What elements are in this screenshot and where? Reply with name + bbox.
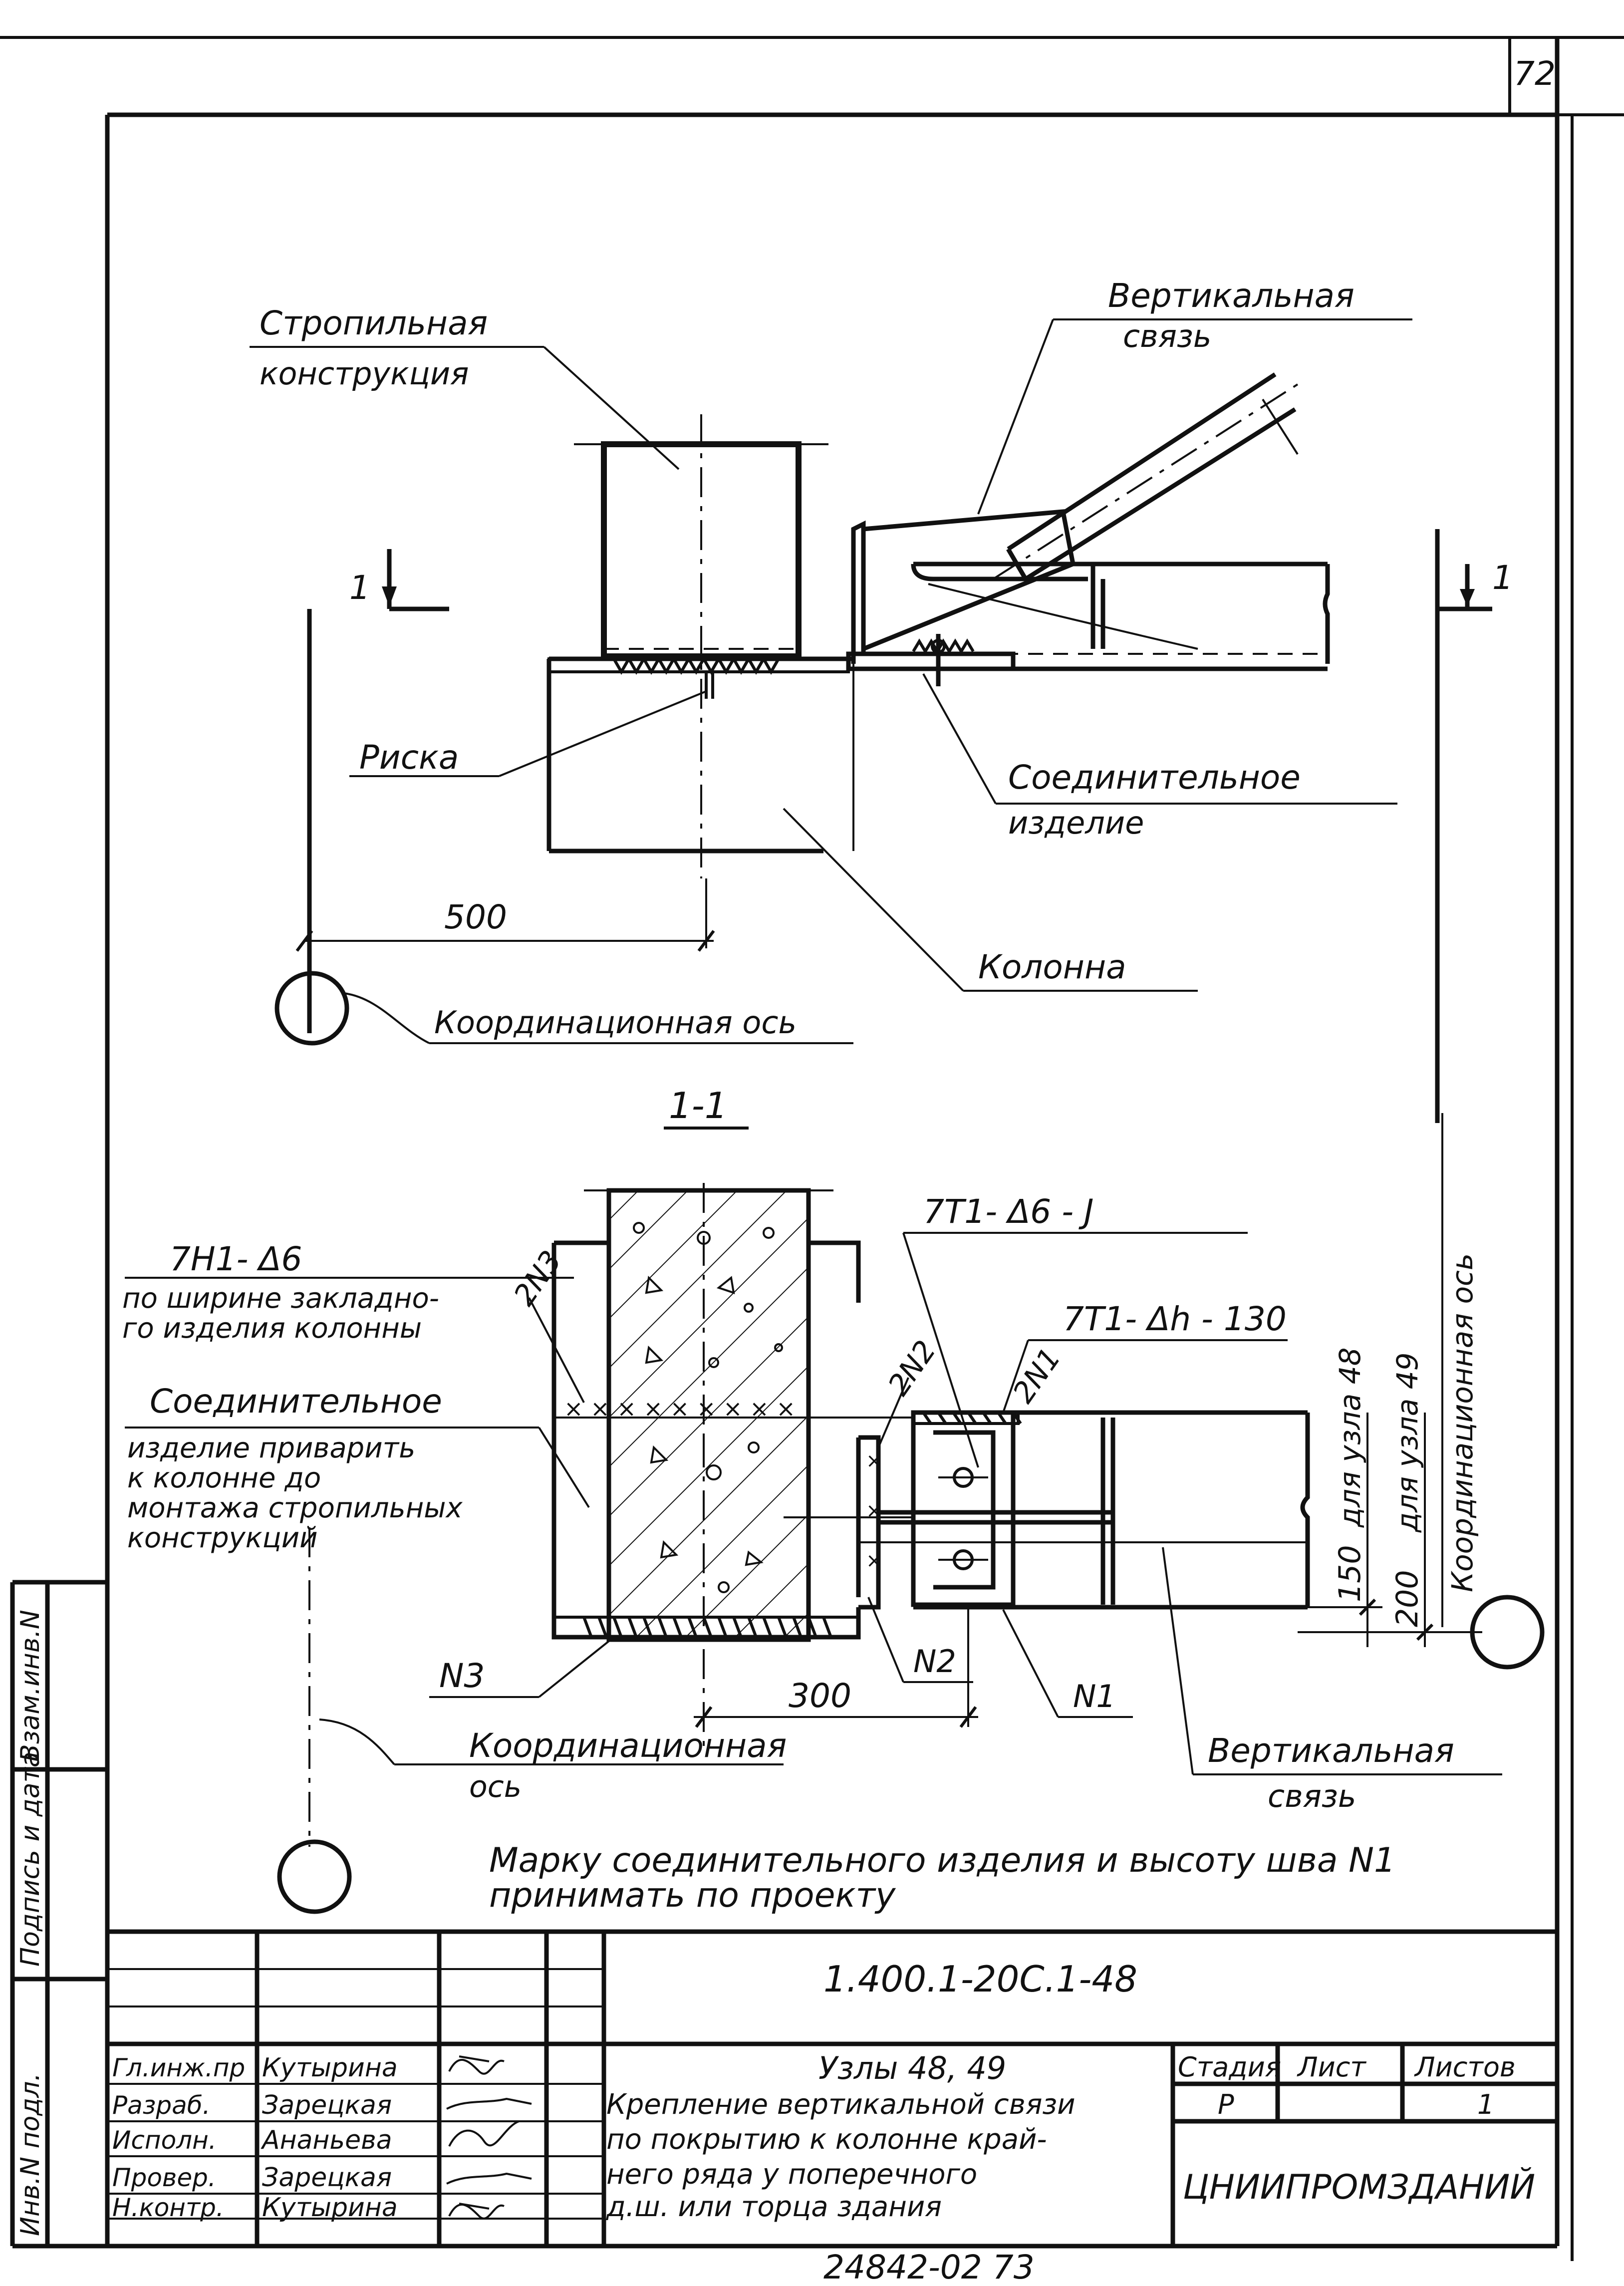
role-4: Провер. — [112, 2163, 216, 2192]
bottom-code: 24842-02 73 — [823, 2248, 1035, 2286]
label-n1: N1 — [1073, 1678, 1116, 1714]
label-brace-section-2: связь — [1268, 1778, 1356, 1814]
label-7n1: 7Н1- Δ6 — [170, 1240, 302, 1278]
concrete-aggregate — [633, 1222, 783, 1593]
weld-marks-top: × × × × × × × × × — [564, 1395, 796, 1422]
side-stamp: Взам.инв.N Подпись и дата Инв.N подл. — [10, 1580, 107, 2249]
weld-marks-vert: × — [866, 1449, 883, 1472]
name-4: Зарецкая — [262, 2163, 392, 2193]
col-sheets: Листов — [1414, 2051, 1516, 2083]
note-line-1: Марку соединительного изделия и высоту ш… — [489, 1841, 1395, 1880]
concrete-column — [609, 1190, 809, 1640]
label-connector-2: изделие — [1008, 805, 1144, 841]
name-2: Зарецкая — [262, 2090, 392, 2120]
coord-axis-bubble — [274, 971, 349, 1046]
weld-mark: × — [866, 1549, 883, 1572]
label-7n1-note-1: по ширине закладно- — [122, 1282, 439, 1315]
role-5: Н.контр. — [112, 2193, 224, 2222]
elevation-view: 1 1 500 Координационная ось Стропильная … — [250, 277, 1513, 1123]
label-2n2: 2N2 — [881, 1334, 943, 1402]
label-coord-axis-2: ось — [469, 1769, 522, 1804]
label-connector-1: Соединительное — [1008, 758, 1301, 797]
role-3: Исполн. — [112, 2126, 217, 2155]
stamp-vzam-inv: Взам.инв.N — [15, 1610, 45, 1762]
label-7t1-d6: 7Т1- Δ6 - Ј — [923, 1192, 1093, 1231]
label-coord-axis-top: Координационная ось — [434, 1004, 797, 1041]
sheet-frame — [0, 36, 1624, 2261]
label-rafter-1: Стропильная — [260, 304, 488, 342]
stamp-podpis-data: Подпись и дата — [15, 1751, 45, 1967]
label-n2: N2 — [913, 1643, 956, 1680]
label-brace-section-1: Вертикальная — [1208, 1731, 1454, 1770]
name-3: Ананьева — [261, 2125, 392, 2155]
label-brace-2: связь — [1123, 318, 1211, 354]
label-7n1-note-2: го изделия колонны — [122, 1312, 422, 1345]
dim-300: 300 — [789, 1677, 851, 1715]
label-risk: Риска — [359, 738, 459, 777]
coord-axis-bubble-right — [1470, 1595, 1545, 1670]
section-title: 1-1 — [669, 1085, 728, 1127]
label-7t1-dh: 7Т1- Δh - 130 — [1063, 1300, 1287, 1338]
col-stage: Стадия — [1178, 2051, 1281, 2083]
name-1: Кутырина — [262, 2053, 398, 2083]
dim-200: 200 — [1390, 1570, 1425, 1627]
role-1: Гл.инж.пр — [112, 2053, 245, 2082]
label-connector-note-2: изделие приварить — [127, 1432, 415, 1464]
title-line-1: Узлы 48, 49 — [818, 2050, 1006, 2086]
note-line-2: принимать по проекту — [489, 1876, 896, 1915]
label-n3: N3 — [439, 1657, 485, 1695]
label-connector-note-5: конструкций — [127, 1522, 318, 1554]
section-mark-right: 1 — [1492, 559, 1513, 597]
label-coord-axis-1: Координационная — [469, 1726, 787, 1765]
label-connector-note-1: Соединительное — [150, 1382, 442, 1421]
dim-150: 150 — [1333, 1545, 1367, 1602]
brace-section — [911, 1410, 1016, 1607]
label-brace-1: Вертикальная — [1108, 277, 1354, 315]
stamp-inv-podl: Инв.N подл. — [15, 2073, 45, 2236]
label-column: Колонна — [978, 948, 1126, 986]
page-number: 72 — [1514, 54, 1556, 93]
signatures — [446, 2055, 532, 2220]
coord-axis-bubble-left — [277, 1839, 352, 1914]
role-2: Разраб. — [112, 2091, 210, 2120]
title-line-3: по покрытию к колонне край- — [606, 2123, 1047, 2156]
organization: ЦНИИПРОМЗДАНИЙ — [1183, 2167, 1535, 2207]
title-line-5: д.ш. или торца здания — [606, 2191, 942, 2223]
col-sheet: Лист — [1297, 2051, 1366, 2083]
title-line-2: Крепление вертикальной связи — [606, 2088, 1076, 2121]
label-connector-note-4: монтажа стропильных — [127, 1492, 463, 1524]
title-block: 1.400.1-20С.1-48 Гл.инж.пр Разраб. Испол… — [107, 1929, 1557, 2246]
designation: 1.400.1-20С.1-48 — [823, 1958, 1137, 2000]
sheets-value: 1 — [1477, 2089, 1494, 2120]
name-5: Кутырина — [262, 2193, 398, 2223]
title-line-4: него ряда у поперечного — [606, 2158, 977, 2191]
label-node-48: для узла 48 — [1333, 1347, 1367, 1528]
dim-500: 500 — [444, 898, 507, 936]
label-coord-axis-vertical: Координационная ось — [1445, 1253, 1479, 1592]
section-mark-left: 1 — [349, 569, 370, 607]
bottom-plate — [552, 1616, 860, 1639]
label-connector-note-3: к колонне до — [127, 1462, 321, 1494]
label-node-49: для узла 49 — [1390, 1352, 1424, 1533]
section-view: 1-1 × × × × × × × × × × × × — [122, 1085, 1545, 1915]
stage-value: Р — [1218, 2089, 1234, 2120]
label-rafter-2: конструкция — [260, 355, 469, 392]
